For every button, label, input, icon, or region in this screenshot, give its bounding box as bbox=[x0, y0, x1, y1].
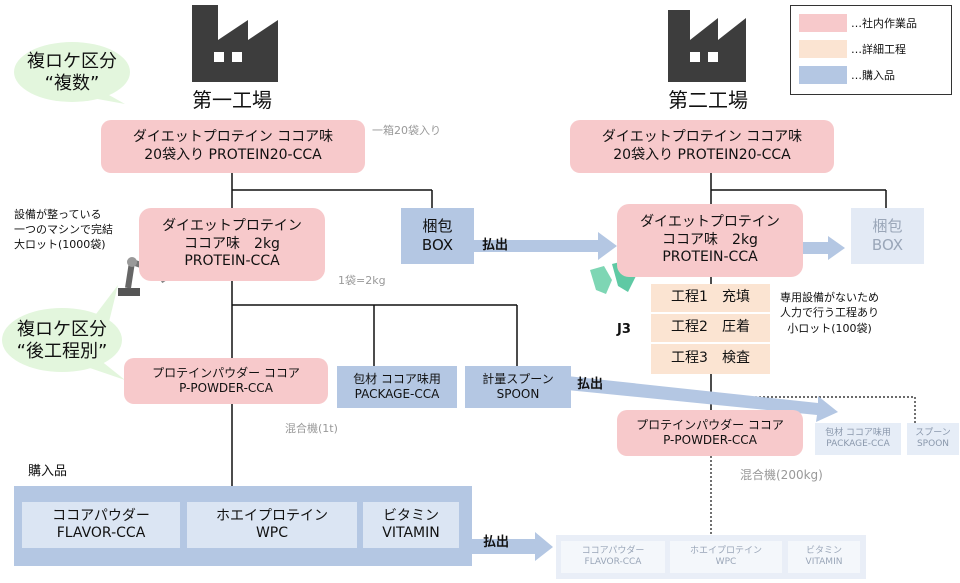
factory2-ingredient-whey: ホエイプロテイン WPC bbox=[670, 541, 782, 573]
factory1-bubble-mid: 複ロケ区分 “後工程別” bbox=[16, 318, 108, 363]
legend-purchased-label: …購入品 bbox=[851, 69, 895, 82]
ship-label-3: 払出 bbox=[483, 535, 510, 550]
factory2-top-product: ダイエットプロテイン ココア味 20袋入り PROTEIN20-CCA bbox=[570, 120, 834, 173]
legend-swatch-detail bbox=[799, 40, 847, 58]
factory2-mid-product: ダイエットプロテイン ココア味 2kg PROTEIN-CCA bbox=[617, 204, 803, 277]
factory2-spoon: スプーン SPOON bbox=[907, 423, 959, 455]
purchased-label: 購入品 bbox=[28, 464, 68, 479]
factory1-powder: プロテインパウダー ココア P-POWDER-CCA bbox=[124, 358, 328, 404]
factory2-ingredient-vitamin: ビタミン VITAMIN bbox=[788, 541, 860, 573]
ingredient-whey: ホエイプロテイン WPC bbox=[187, 502, 357, 548]
legend-internal-label: …社内作業品 bbox=[851, 17, 917, 30]
legend-swatch-purchased bbox=[799, 66, 847, 84]
legend: …社内作業品 …詳細工程 …購入品 bbox=[790, 5, 952, 95]
factory2-powder: プロテインパウダー ココア P-POWDER-CCA bbox=[617, 410, 803, 456]
factory2-manual-note: 専用設備がないため 人力で行う工程あり 小ロット(100袋) bbox=[780, 291, 879, 335]
factory2-title: 第二工場 bbox=[668, 88, 748, 112]
ingredient-cocoa: ココアパウダー FLAVOR-CCA bbox=[22, 502, 180, 548]
legend-detail-label: …詳細工程 bbox=[851, 43, 906, 56]
legend-swatch-internal bbox=[799, 14, 847, 32]
factory2-ingredient-cocoa: ココアパウダー FLAVOR-CCA bbox=[561, 541, 665, 573]
factory1-mid-note: 1袋=2kg bbox=[338, 274, 386, 287]
factory1-machine-note: 設備が整っている 一つのマシンで完結 大ロット(1000袋) bbox=[14, 208, 113, 251]
factory2-package: 包材 ココア味用 PACKAGE-CCA bbox=[815, 423, 901, 455]
factory1-packing: 梱包 BOX bbox=[401, 208, 474, 264]
factory1-mid-product: ダイエットプロテイン ココア味 2kg PROTEIN-CCA bbox=[139, 208, 325, 281]
factory1-mixer-note: 混合機(1t) bbox=[285, 422, 338, 435]
process-step-1: 工程1 充填 bbox=[651, 284, 770, 312]
factory2-mixer-note: 混合機(200kg) bbox=[740, 468, 823, 482]
factory2-packing: 梱包 BOX bbox=[851, 208, 924, 264]
ingredient-vitamin: ビタミン VITAMIN bbox=[363, 502, 459, 548]
j3-label: J3 bbox=[617, 322, 631, 337]
process-step-3: 工程3 検査 bbox=[651, 344, 770, 374]
factory1-top-note: 一箱20袋入り bbox=[372, 124, 441, 137]
process-step-2: 工程2 圧着 bbox=[651, 314, 770, 342]
factory1-bubble-top: 複ロケ区分 “複数” bbox=[27, 50, 117, 95]
factory1-top-product: ダイエットプロテイン ココア味 20袋入り PROTEIN20-CCA bbox=[101, 120, 365, 173]
factory1-title: 第一工場 bbox=[192, 88, 272, 112]
factory1-spoon: 計量スプーン SPOON bbox=[465, 366, 571, 408]
factory1-package: 包材 ココア味用 PACKAGE-CCA bbox=[337, 366, 457, 408]
ship-label-2: 払出 bbox=[577, 377, 604, 392]
ship-label-1: 払出 bbox=[482, 238, 509, 253]
